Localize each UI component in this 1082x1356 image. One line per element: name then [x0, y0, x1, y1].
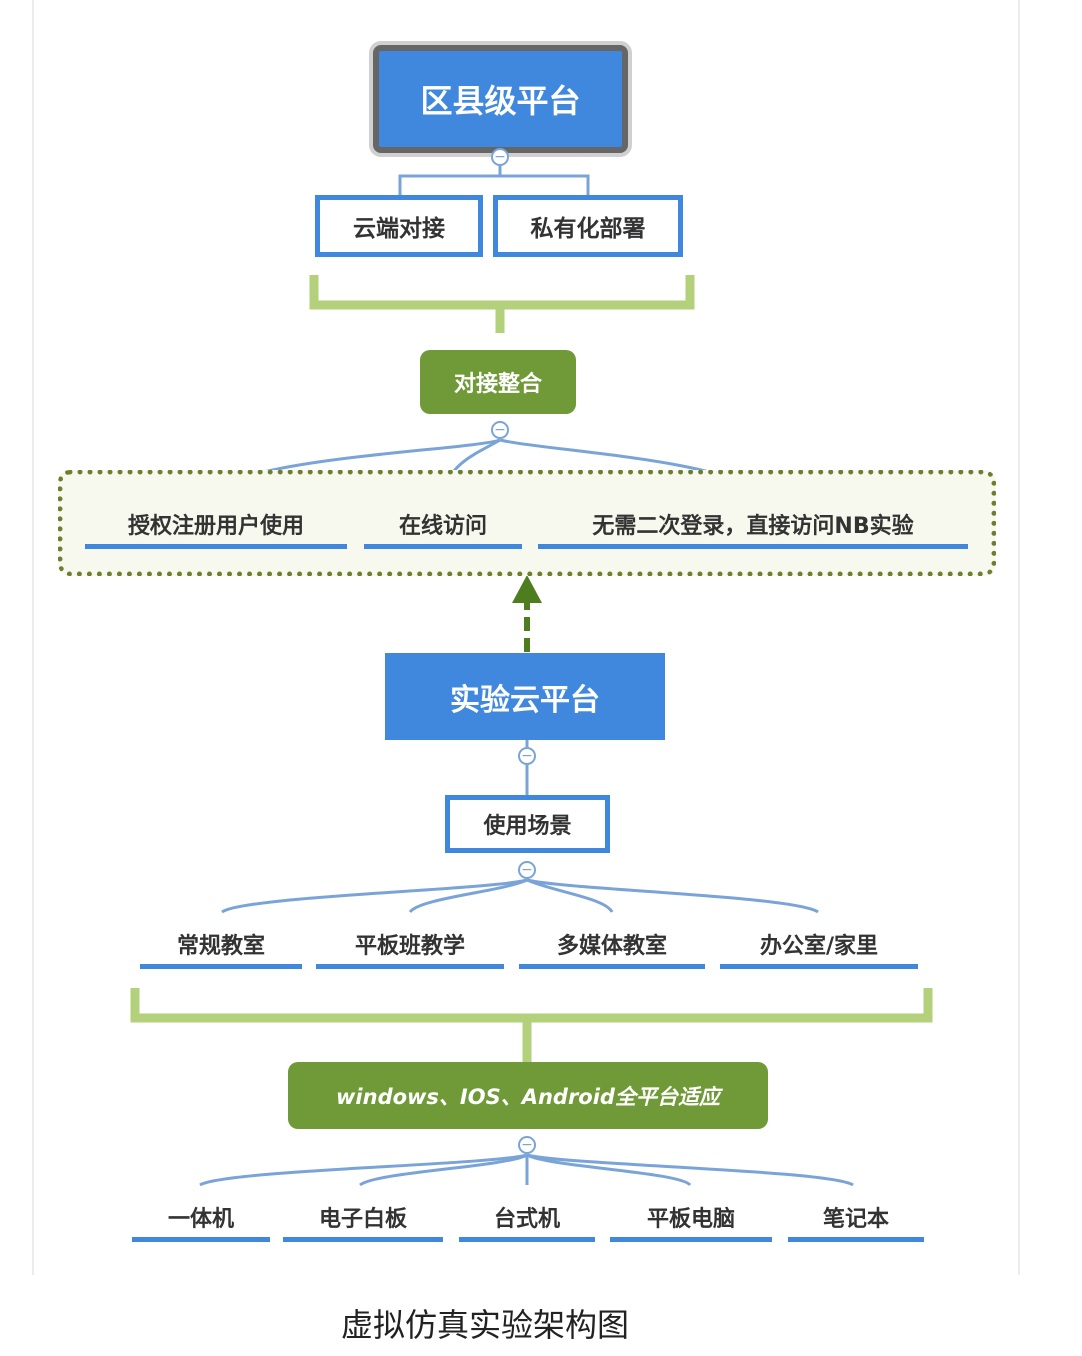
deploy-mode-cloud-node: 云端对接 — [315, 195, 483, 257]
device-desktop-label: 台式机 — [493, 1206, 560, 1232]
frame-left-border — [32, 0, 34, 1275]
integration-collapse-icon[interactable]: − — [491, 421, 509, 439]
device-tablet-label: 平板电脑 — [646, 1206, 735, 1232]
scenario-office-home-label: 办公室/家里 — [759, 933, 879, 959]
device-desktop: 台式机 — [459, 1196, 595, 1242]
device-whiteboard: 电子白板 — [283, 1196, 443, 1242]
feature-online-access: 在线访问 — [364, 503, 522, 549]
feature-direct-access: 无需二次登录，直接访问NB实验 — [538, 503, 968, 549]
scenario-regular-classroom: 常规教室 — [140, 923, 302, 969]
scenario-group-label: 使用场景 — [483, 814, 572, 839]
compatibility-node: windows、IOS、Android全平台适应 — [288, 1062, 768, 1129]
scenario-group-node: 使用场景 — [445, 795, 610, 853]
feature-direct-access-label: 无需二次登录，直接访问NB实验 — [592, 513, 914, 539]
frame-right-border — [1018, 0, 1020, 1275]
scenario-regular-classroom-label: 常规教室 — [176, 933, 265, 959]
compat-collapse-icon[interactable]: − — [518, 1136, 536, 1154]
device-all-in-one: 一体机 — [132, 1196, 270, 1242]
device-all-in-one-label: 一体机 — [167, 1206, 234, 1232]
feature-online-access-label: 在线访问 — [398, 513, 487, 539]
figure-caption: 虚拟仿真实验架构图 — [340, 1306, 629, 1344]
device-laptop: 笔记本 — [788, 1196, 924, 1242]
scenario-collapse-icon[interactable]: − — [518, 861, 536, 879]
feature-authorized-users-label: 授权注册用户使用 — [127, 513, 304, 539]
root-platform-label: 区县级平台 — [420, 82, 581, 120]
access-features-group — [58, 470, 996, 576]
device-tablet: 平板电脑 — [610, 1196, 772, 1242]
feature-authorized-users: 授权注册用户使用 — [85, 503, 347, 549]
scenario-multimedia-classroom-label: 多媒体教室 — [556, 933, 667, 959]
root-collapse-icon[interactable]: − — [491, 148, 509, 166]
integration-label: 对接整合 — [453, 372, 542, 397]
deploy-mode-private-node: 私有化部署 — [493, 195, 683, 257]
root-platform-node: 区县级平台 — [373, 45, 628, 153]
device-whiteboard-label: 电子白板 — [318, 1206, 407, 1232]
deploy-mode-private-label: 私有化部署 — [530, 216, 646, 242]
cloud-platform-label: 实验云平台 — [450, 682, 600, 718]
integration-node: 对接整合 — [420, 350, 576, 414]
platform-collapse-icon[interactable]: − — [518, 747, 536, 765]
compatibility-label: windows、IOS、Android全平台适应 — [336, 1084, 720, 1109]
scenario-tablet-class-label: 平板班教学 — [354, 933, 465, 959]
cloud-platform-node: 实验云平台 — [385, 653, 665, 740]
scenario-office-home: 办公室/家里 — [720, 923, 918, 969]
scenario-multimedia-classroom: 多媒体教室 — [519, 923, 705, 969]
device-laptop-label: 笔记本 — [822, 1206, 889, 1232]
deploy-mode-cloud-label: 云端对接 — [353, 216, 445, 242]
scenario-tablet-class: 平板班教学 — [316, 923, 504, 969]
